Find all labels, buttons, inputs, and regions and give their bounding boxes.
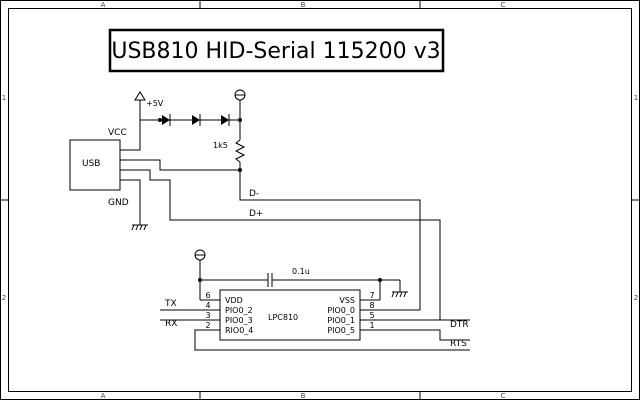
column-label-a-bottom: A bbox=[101, 392, 106, 400]
inner-border bbox=[8, 8, 632, 392]
column-label-b-bottom: B bbox=[301, 392, 306, 400]
pin-num: 3 bbox=[205, 311, 210, 320]
row-label-1: 1 bbox=[2, 94, 6, 102]
dminus-wire bbox=[120, 159, 421, 310]
pio05-line bbox=[360, 329, 470, 341]
dplus-wire bbox=[120, 169, 441, 320]
schematic-title: USB810 HID-Serial 115200 v3 bbox=[111, 39, 440, 64]
usb-connector bbox=[69, 139, 121, 191]
resistor-label: 1k5 bbox=[213, 141, 228, 150]
dminus-label: D- bbox=[249, 189, 259, 199]
ground-icon-stroke bbox=[395, 291, 399, 298]
usb-label: USB bbox=[82, 159, 100, 169]
ground-icon-stroke bbox=[131, 224, 135, 231]
ground-icon-stroke bbox=[139, 224, 143, 231]
tx-label: TX bbox=[164, 299, 177, 309]
ground-icon-stroke bbox=[135, 224, 139, 231]
row-label-2: 2 bbox=[2, 294, 6, 302]
pin-num: 2 bbox=[205, 321, 210, 330]
pin-num: 4 bbox=[205, 301, 210, 310]
pin-name: PIO0_5 bbox=[327, 326, 355, 335]
junction-dot bbox=[158, 118, 162, 122]
junction-dot bbox=[238, 168, 242, 172]
pin-name: PIO0_2 bbox=[225, 306, 253, 315]
row-label-1-right: 1 bbox=[634, 94, 638, 102]
pin-num: 1 bbox=[369, 321, 374, 330]
ic-lpc810 bbox=[219, 289, 361, 341]
rts-label: RTS bbox=[450, 339, 467, 349]
pin-name: PIO0_0 bbox=[327, 306, 355, 315]
title-box bbox=[108, 28, 445, 73]
ground-icon-stroke bbox=[399, 291, 403, 298]
vcc-wire bbox=[120, 120, 141, 151]
pin-num: 7 bbox=[369, 291, 374, 300]
diode-1 bbox=[162, 114, 171, 126]
capacitor-label: 0.1u bbox=[292, 267, 310, 276]
row-label-2-right: 2 bbox=[634, 294, 638, 302]
diode-3 bbox=[221, 114, 230, 126]
ic-name: LPC810 bbox=[268, 313, 298, 322]
dtr-label: DTR bbox=[450, 320, 469, 330]
ground-icon-stroke bbox=[143, 224, 147, 231]
dplus-label: D+ bbox=[249, 209, 263, 219]
pin-name: RIO0_4 bbox=[225, 326, 253, 335]
gnd-label: GND bbox=[108, 198, 129, 208]
column-label-b: B bbox=[301, 1, 306, 9]
resistor-1k5 bbox=[234, 139, 246, 163]
diode-2 bbox=[192, 114, 201, 126]
pin-name: PIO0_1 bbox=[327, 316, 355, 325]
pin-name: PIO0_3 bbox=[225, 316, 253, 325]
pin-num: 6 bbox=[205, 291, 210, 300]
column-label-c: C bbox=[501, 1, 506, 9]
vcc-label: VCC bbox=[108, 128, 127, 138]
pin-name: VSS bbox=[339, 296, 355, 305]
pin-num: 5 bbox=[369, 311, 374, 320]
rts-line bbox=[194, 329, 470, 351]
supply-triangle-icon bbox=[134, 91, 146, 101]
column-label-c-bottom: C bbox=[501, 392, 506, 400]
gnd-wire bbox=[120, 179, 141, 225]
plus5v-label: +5V bbox=[146, 99, 164, 108]
ground-icon-stroke bbox=[403, 291, 407, 298]
pin-name: VDD bbox=[225, 296, 243, 305]
column-label-a: A bbox=[101, 1, 106, 9]
rx-label: RX bbox=[165, 319, 177, 329]
ground-icon-stroke bbox=[391, 291, 395, 298]
pin-num: 8 bbox=[369, 301, 374, 310]
